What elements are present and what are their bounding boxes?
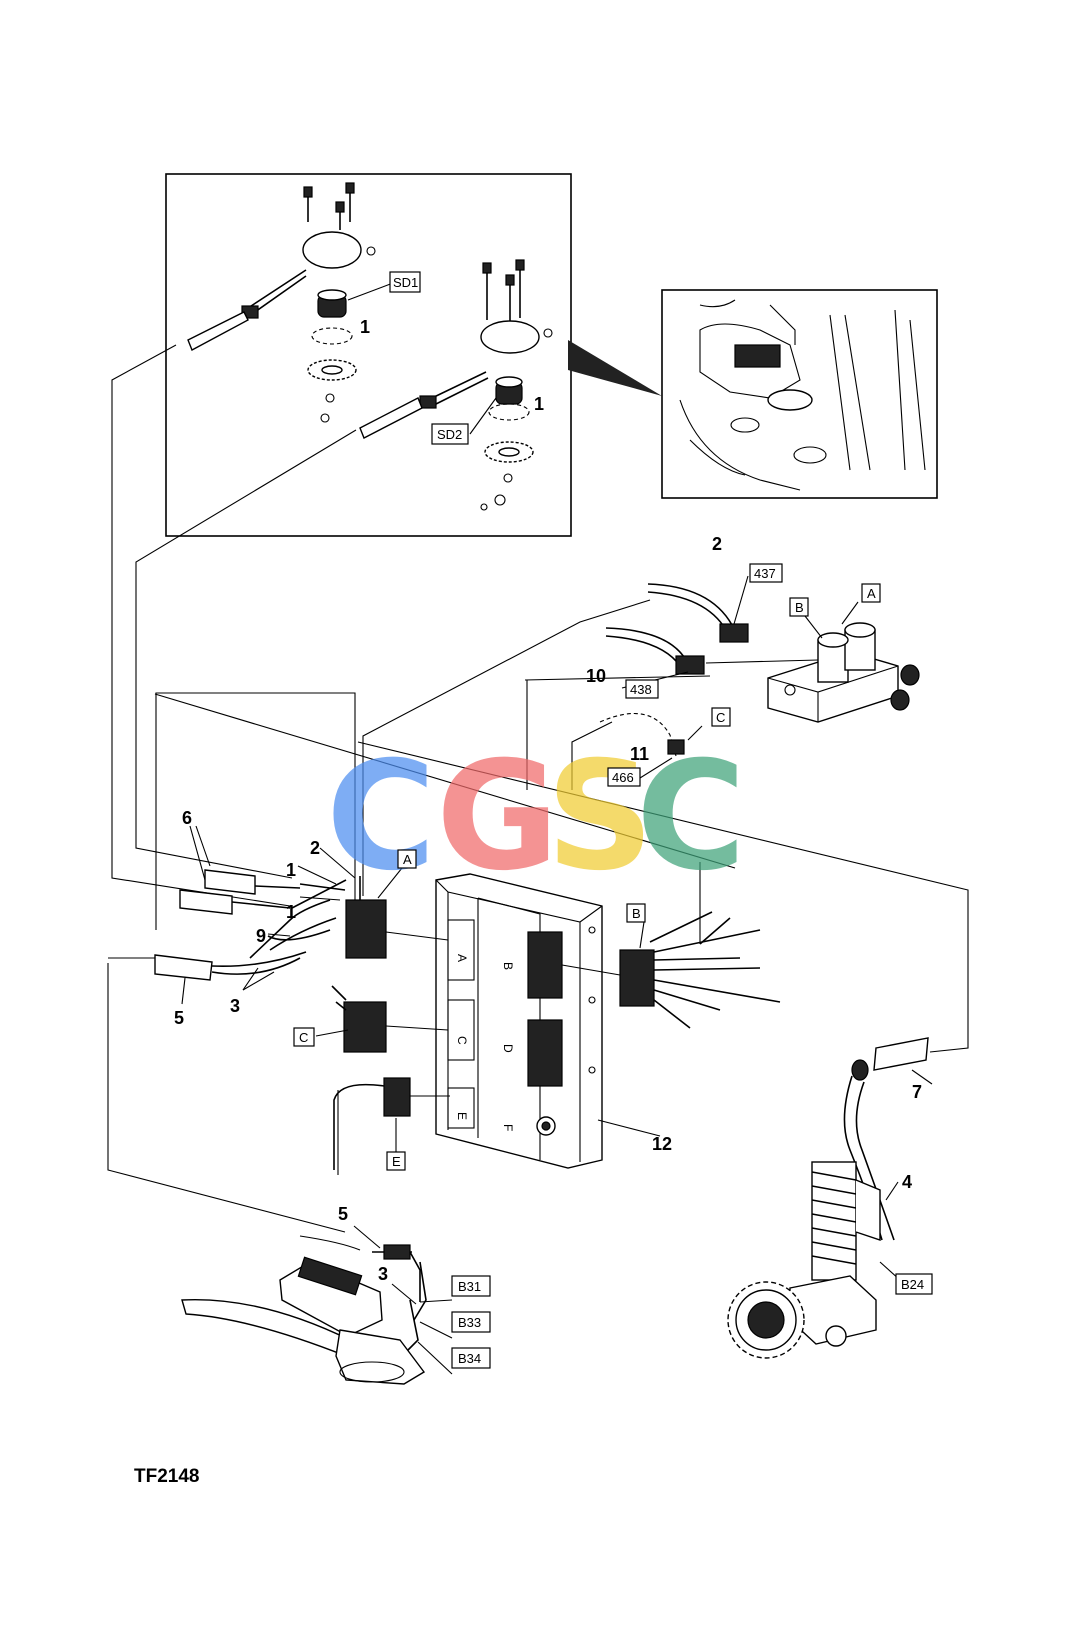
callout-12: 12 [652,1134,672,1154]
callout-9: 9 [256,926,266,946]
tag-connector-c: C [299,1030,308,1045]
callout-10: 10 [586,666,606,686]
photo-detail-box [568,289,938,499]
ecu-slot-a: A [455,954,469,962]
tension-sensor-assembly [727,1037,933,1359]
tag-b33: B33 [458,1315,481,1330]
ecu-slot-c: C [455,1036,469,1045]
callout-2-top: 2 [712,534,722,554]
tag-437: 437 [754,566,776,581]
steering-sensor-assembly [181,1225,453,1385]
callout-5-left: 5 [174,1008,184,1028]
ecu-slot-d: D [501,1044,515,1053]
valve-assembly [599,575,920,779]
callout-3-left: 3 [230,996,240,1016]
tag-valve-c: C [716,710,725,725]
watermark-letter-3: S [546,730,654,904]
callout-6: 6 [182,808,192,828]
callout-7: 7 [912,1082,922,1102]
tag-b34: B34 [458,1351,481,1366]
ecu-slot-letters: A B C D E F [455,954,515,1131]
sensor-inset [165,173,572,537]
tag-466: 466 [612,770,634,785]
callout-4: 4 [902,1172,912,1192]
callout-numbers: 1 1 2 10 11 6 2 1 1 9 5 3 12 7 4 5 3 [174,317,922,1284]
callout-1-lower: 1 [286,902,296,922]
routing-lines [107,344,969,1233]
callout-inset-1b: 1 [534,394,544,414]
boxed-tags: SD1 SD2 437 438 466 B A C A B C E B31 B3… [293,271,933,1369]
tag-438: 438 [630,682,652,697]
tag-connector-a: A [403,852,412,867]
callout-3-bottom: 3 [378,1264,388,1284]
tag-b31: B31 [458,1279,481,1294]
tag-connector-b: B [632,906,641,921]
ecu-slot-f: F [501,1124,515,1131]
harness-connectors [154,825,781,1170]
speed-sensor-2-assembly [359,259,553,511]
watermark-letter-4: C [636,730,746,904]
tag-valve-a: A [867,586,876,601]
callout-11: 11 [630,744,649,764]
figure-code: TF2148 [134,1466,199,1487]
ecu-slot-e: E [455,1112,469,1120]
watermark: C G S C [326,730,746,904]
callout-2-left: 2 [310,838,320,858]
callout-5-bottom: 5 [338,1204,348,1224]
ecu-slot-b: B [501,962,515,970]
ecu-controller [435,873,661,1169]
tag-connector-e: E [392,1154,401,1169]
tag-sd1: SD1 [393,275,418,290]
tag-valve-b: B [795,600,804,615]
watermark-letter-1: C [326,730,436,904]
speed-sensor-1-assembly [187,182,376,423]
tag-b24: B24 [901,1277,924,1292]
watermark-letter-2: G [436,730,559,904]
callout-inset-1a: 1 [360,317,370,337]
tag-sd2: SD2 [437,427,462,442]
callout-1-upper: 1 [286,860,296,880]
